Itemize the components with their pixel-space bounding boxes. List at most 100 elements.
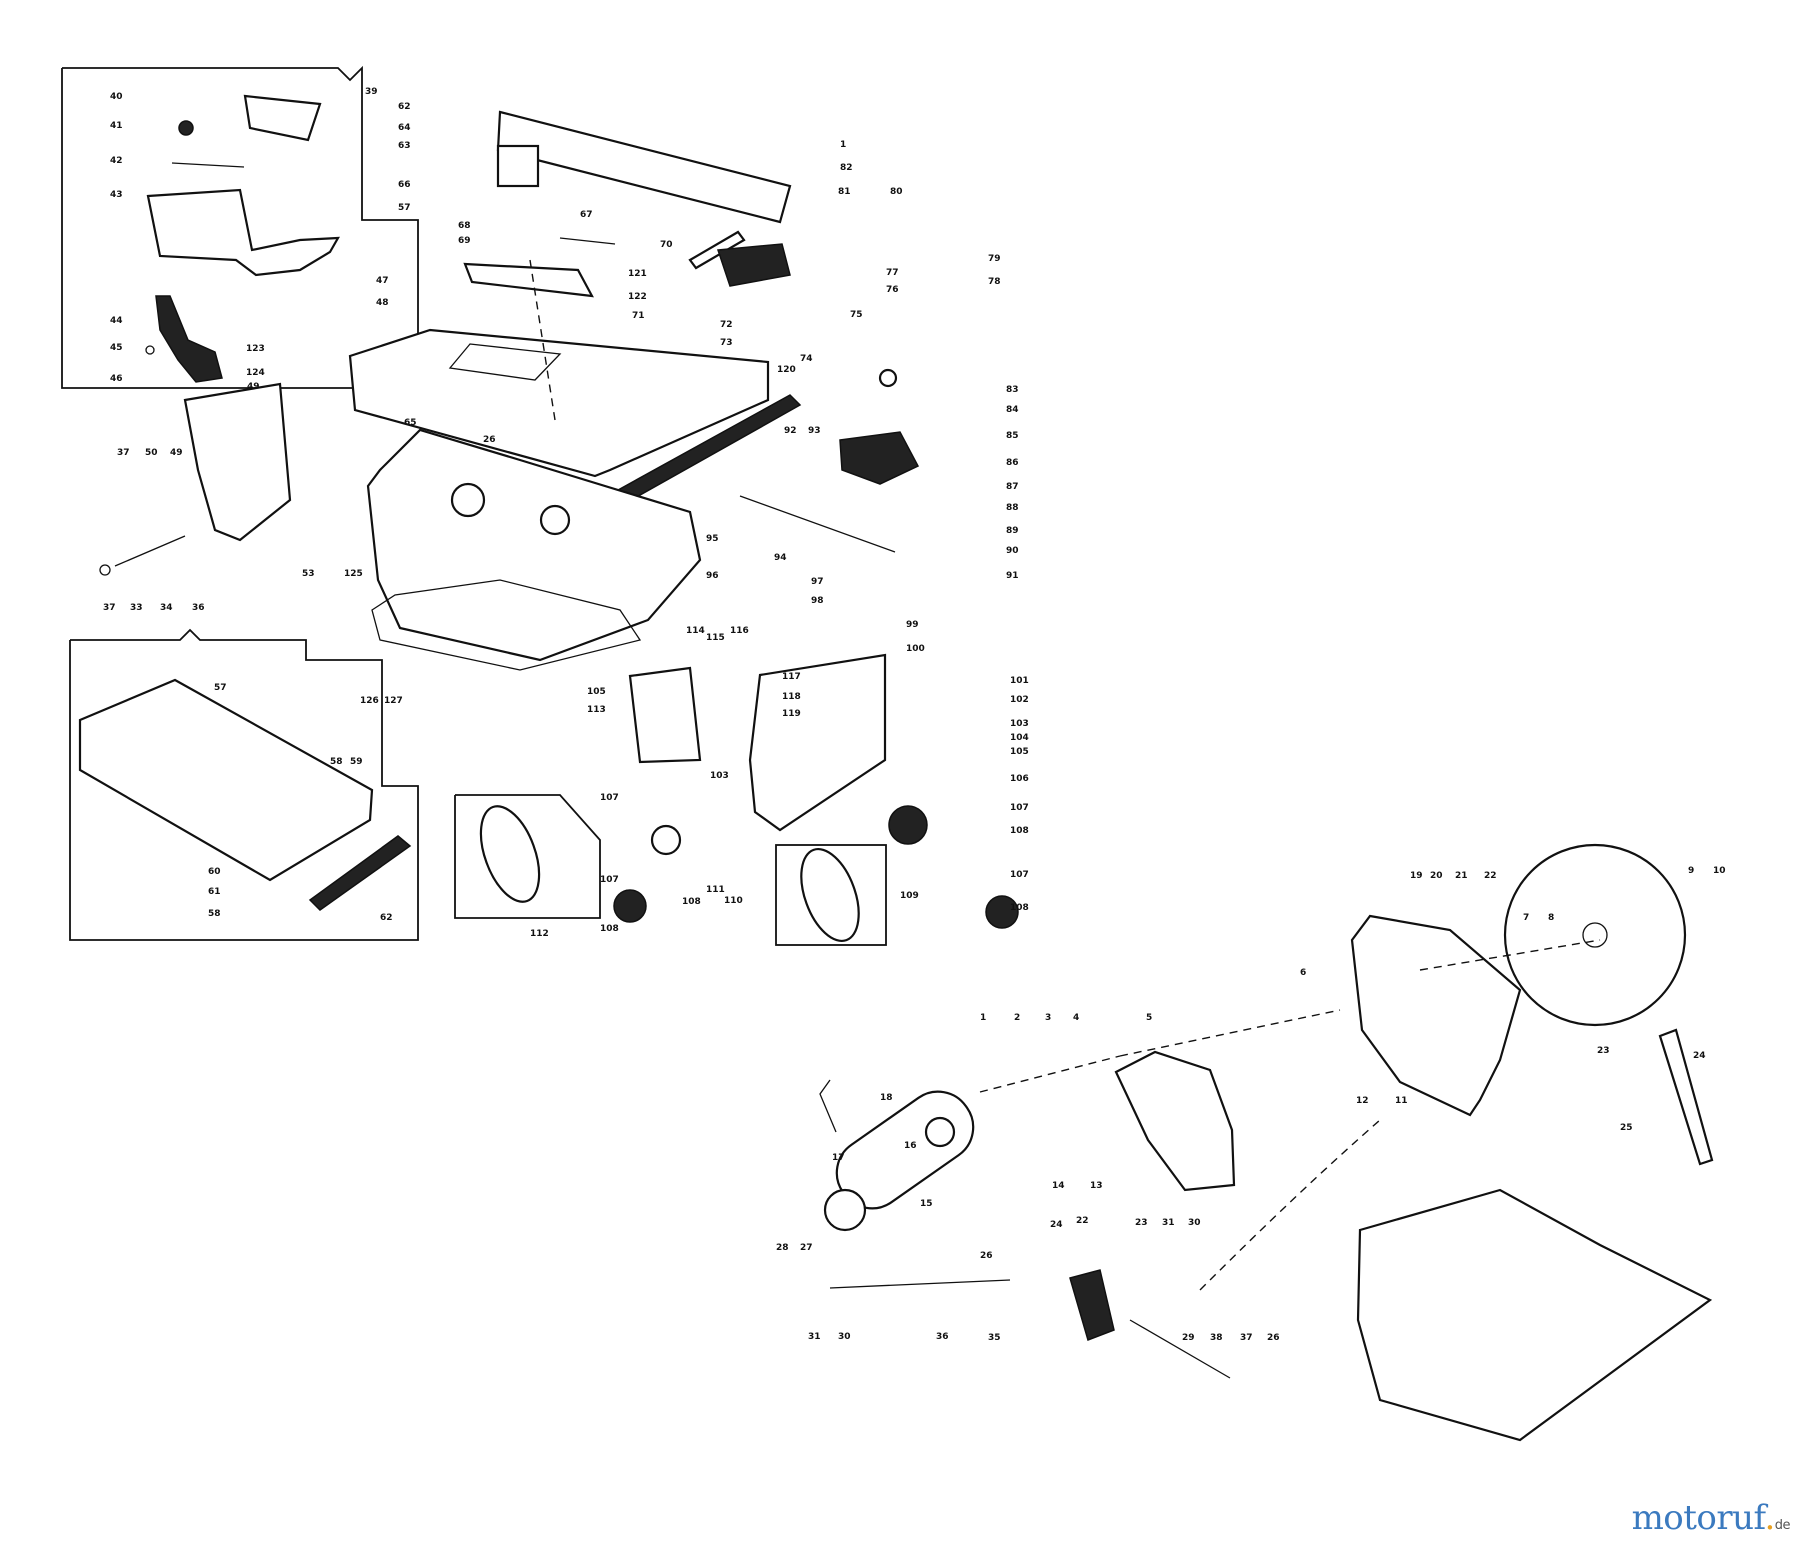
part-callout-label: 20	[1430, 871, 1443, 881]
part-callout-label: 16	[904, 1141, 917, 1151]
saw-table-top	[348, 328, 770, 478]
shaft-part	[1129, 1319, 1231, 1379]
handwheel-part-3	[613, 889, 647, 923]
leader-dash-1	[1119, 1009, 1341, 1057]
lead-screw-part	[829, 1279, 1011, 1289]
part-callout-label: 107	[1010, 870, 1029, 880]
screw-part	[145, 345, 155, 355]
part-callout-label: 126	[360, 696, 379, 706]
part-callout-label: 29	[1182, 1333, 1195, 1343]
part-callout-label: 36	[192, 603, 205, 613]
part-callout-label: 37	[103, 603, 116, 613]
part-callout-label: 104	[1010, 733, 1029, 743]
handwheel-part	[888, 805, 928, 845]
part-callout-label: 127	[384, 696, 403, 706]
part-callout-label: 99	[906, 620, 919, 630]
watermark-dot: .	[1764, 1498, 1775, 1538]
part-callout-label: 48	[376, 298, 389, 308]
part-callout-label: 107	[600, 875, 619, 885]
part-callout-label: 44	[110, 316, 123, 326]
part-callout-label: 35	[988, 1333, 1001, 1343]
part-callout-label: 17	[832, 1153, 845, 1163]
leader-dash-2	[979, 1055, 1121, 1093]
part-callout-label: 30	[1188, 1218, 1201, 1228]
part-callout-label: 1	[980, 1013, 986, 1023]
bolt-part	[114, 535, 186, 567]
part-callout-label: 25	[1620, 1123, 1633, 1133]
tray-part	[78, 678, 374, 882]
watermark-logo: motoruf.de	[1631, 1498, 1791, 1538]
part-callout-label: 59	[350, 757, 363, 767]
part-callout-label: 68	[458, 221, 471, 231]
part-callout-label: 31	[808, 1332, 821, 1342]
base-frame	[371, 579, 642, 671]
part-callout-label: 112	[530, 929, 549, 939]
part-callout-label: 40	[110, 92, 123, 102]
part-callout-label: 50	[145, 448, 158, 458]
part-callout-label: 94	[774, 553, 787, 563]
part-callout-label: 39	[365, 87, 378, 97]
inset-frame-insert-109	[775, 844, 887, 946]
part-callout-label: 21	[1455, 871, 1468, 881]
part-callout-label: 71	[632, 311, 645, 321]
part-callout-label: 12	[1356, 1096, 1369, 1106]
part-callout-label: 8	[1548, 913, 1554, 923]
part-callout-label: 124	[246, 368, 265, 378]
part-callout-label: 95	[706, 534, 719, 544]
pulley-part	[450, 482, 486, 518]
inset-frame-insert-112	[454, 794, 601, 919]
insert-plate-109	[800, 847, 860, 943]
part-callout-label: 108	[682, 897, 701, 907]
part-callout-label: 105	[1010, 747, 1029, 757]
bracket-part-5	[1114, 1050, 1236, 1192]
part-callout-label: 42	[110, 156, 123, 166]
part-callout-label: 82	[840, 163, 853, 173]
part-callout-label: 38	[1210, 1333, 1223, 1343]
part-callout-label: 69	[458, 236, 471, 246]
part-callout-label: 27	[800, 1243, 813, 1253]
wrench-part	[1658, 1028, 1714, 1166]
knob-part	[178, 120, 194, 136]
carriage-part	[1069, 1269, 1115, 1341]
part-callout-label: 23	[1597, 1046, 1610, 1056]
knob-part-108	[650, 824, 682, 856]
part-callout-label: 3	[1045, 1013, 1051, 1023]
part-callout-label: 92	[784, 426, 797, 436]
side-bracket-part	[183, 382, 292, 542]
part-callout-label: 4	[1073, 1013, 1079, 1023]
part-callout-label: 58	[330, 757, 343, 767]
part-callout-label: 46	[110, 374, 123, 384]
part-callout-label: 1	[840, 140, 846, 150]
part-callout-label: 65	[404, 418, 417, 428]
part-callout-label: 22	[1484, 871, 1497, 881]
part-callout-label: 118	[782, 692, 801, 702]
part-callout-label: 36	[936, 1332, 949, 1342]
watermark-main: motoruf	[1631, 1498, 1765, 1538]
part-callout-label: 43	[110, 190, 123, 200]
part-callout-label: 107	[600, 793, 619, 803]
part-callout-label: 109	[900, 891, 919, 901]
part-callout-label: 96	[706, 571, 719, 581]
watermark-tld: de	[1774, 1518, 1791, 1533]
guard-cover-part	[243, 94, 322, 142]
part-callout-label: 89	[1006, 526, 1019, 536]
part-callout-label: 9	[1688, 866, 1694, 876]
part-callout-label: 53	[302, 569, 315, 579]
part-callout-label: 103	[1010, 719, 1029, 729]
part-callout-label: 100	[906, 644, 925, 654]
part-callout-label: 90	[1006, 546, 1019, 556]
anti-kickback-part	[155, 295, 223, 383]
part-callout-label: 72	[720, 320, 733, 330]
pulley-part-17	[823, 1188, 867, 1232]
part-callout-label: 111	[706, 885, 725, 895]
part-callout-label: 73	[720, 338, 733, 348]
part-callout-label: 74	[800, 354, 813, 364]
part-callout-label: 97	[811, 577, 824, 587]
saw-housing	[366, 428, 702, 662]
part-callout-label: 2	[1014, 1013, 1020, 1023]
part-callout-label: 28	[776, 1243, 789, 1253]
part-callout-label: 49	[247, 382, 260, 392]
part-callout-label: 23	[1135, 1218, 1148, 1228]
part-callout-label: 30	[838, 1332, 851, 1342]
part-callout-label: 6	[1300, 968, 1306, 978]
